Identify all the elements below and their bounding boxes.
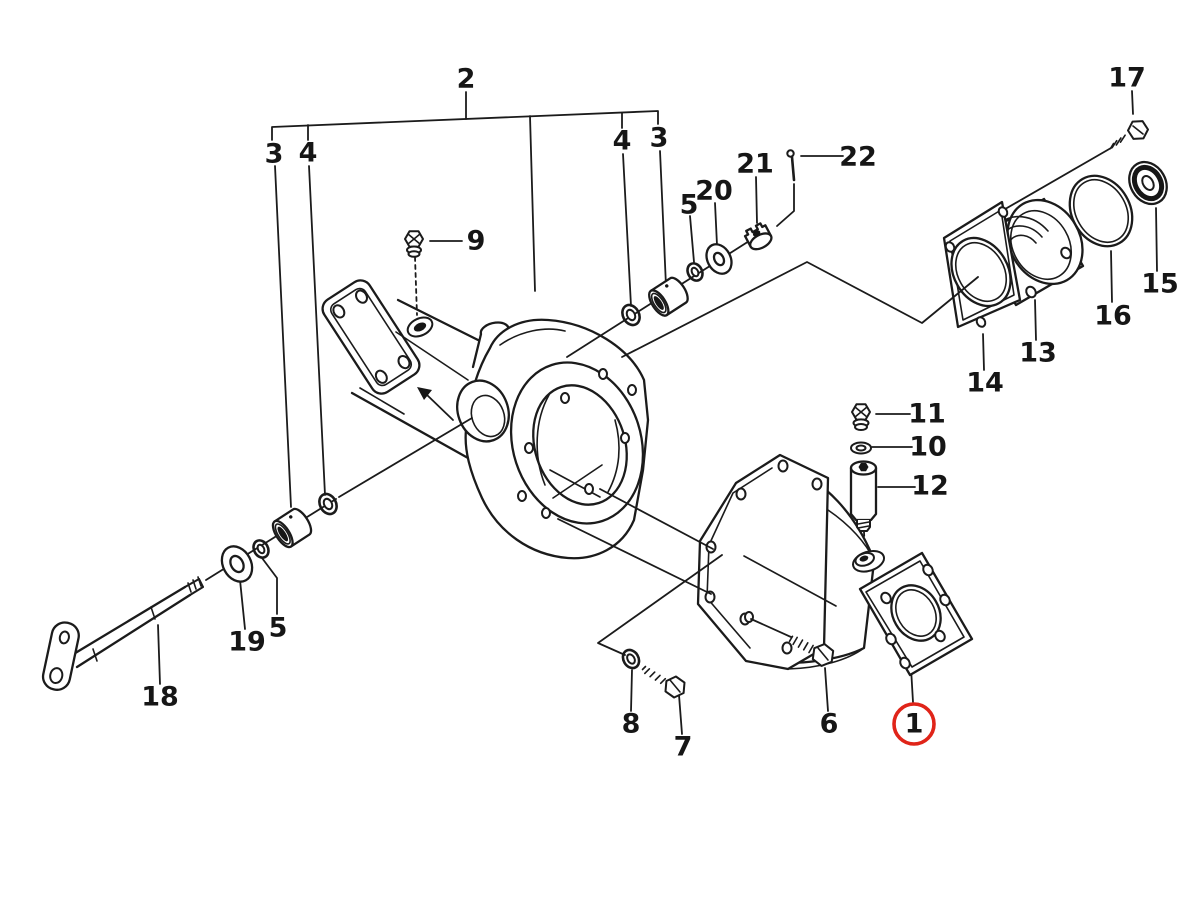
callout-label-20[interactable]: 20 bbox=[695, 176, 733, 207]
assembly-reference-lines bbox=[557, 261, 979, 656]
part-3-bushing-left bbox=[271, 507, 313, 549]
port-leader bbox=[338, 417, 473, 498]
part-7-bolt bbox=[641, 665, 686, 699]
tube-top-edge bbox=[396, 298, 492, 348]
callout-label-3-left[interactable]: 3 bbox=[265, 139, 284, 170]
part-4-ring-left bbox=[318, 492, 338, 516]
shaft-lever-arm bbox=[41, 621, 80, 691]
bottom-fasteners bbox=[621, 635, 835, 699]
callout-label-5-right[interactable]: 5 bbox=[680, 190, 699, 221]
callout-label-15[interactable]: 15 bbox=[1141, 269, 1179, 300]
part-22-cotter-pin bbox=[786, 149, 796, 182]
side-port bbox=[456, 379, 510, 443]
housing1-fill-boss bbox=[852, 549, 886, 573]
drain-boss bbox=[406, 316, 434, 338]
callout-label-8[interactable]: 8 bbox=[622, 709, 641, 740]
callout-label-18[interactable]: 18 bbox=[141, 682, 179, 713]
part-11-bolt bbox=[851, 403, 871, 431]
part-18-shaft bbox=[41, 576, 204, 691]
callout-label-10[interactable]: 10 bbox=[909, 432, 947, 463]
highlight-ring-1 bbox=[892, 702, 936, 746]
callout-label-9[interactable]: 9 bbox=[467, 226, 486, 257]
part-10-washer bbox=[850, 441, 872, 455]
callout-label-4-left[interactable]: 4 bbox=[299, 138, 318, 169]
housing-ring-flange bbox=[509, 361, 645, 525]
part-19-washer bbox=[220, 545, 254, 583]
cover-assembly bbox=[942, 120, 1168, 329]
part-14-gasket bbox=[942, 200, 1022, 329]
callout-label-22[interactable]: 22 bbox=[839, 142, 877, 173]
part-4-ring-right bbox=[621, 303, 641, 327]
part-3-bushing-right bbox=[648, 276, 689, 317]
callout-label-21[interactable]: 21 bbox=[736, 149, 774, 180]
part-21-castle-nut bbox=[743, 222, 773, 251]
housing1-end-flange bbox=[858, 551, 974, 677]
part-1-axle-housing bbox=[696, 453, 974, 677]
callout-label-11[interactable]: 11 bbox=[908, 399, 946, 430]
callout-label-14[interactable]: 14 bbox=[966, 368, 1004, 399]
housing1-flange-plate bbox=[696, 453, 830, 671]
left-flange-plate bbox=[321, 279, 421, 395]
callout-label-4-right[interactable]: 4 bbox=[613, 126, 632, 157]
right-parts-chain bbox=[621, 149, 796, 327]
callout-label-5-left[interactable]: 5 bbox=[269, 613, 288, 644]
callout-label-6[interactable]: 6 bbox=[820, 709, 839, 740]
plug-stack bbox=[849, 403, 878, 532]
part-17-bolt bbox=[1109, 120, 1149, 150]
insert-arrow-icon bbox=[417, 387, 454, 421]
part-6-bolt bbox=[788, 635, 835, 667]
callout-label-17[interactable]: 17 bbox=[1108, 63, 1146, 94]
callout-label-1[interactable]: 1 bbox=[905, 709, 924, 740]
callout-label-12[interactable]: 12 bbox=[911, 471, 949, 502]
leader-lines bbox=[157, 90, 1158, 735]
part-5-washer-right bbox=[686, 262, 704, 282]
left-parts-chain bbox=[41, 492, 338, 691]
part-15-oil-seal bbox=[1128, 160, 1168, 206]
callout-label-19[interactable]: 19 bbox=[228, 627, 266, 658]
part-20-washer bbox=[705, 243, 733, 275]
bracket-2 bbox=[271, 110, 659, 141]
callout-label-2[interactable]: 2 bbox=[457, 64, 476, 95]
callout-label-13[interactable]: 13 bbox=[1019, 338, 1057, 369]
callout-label-16[interactable]: 16 bbox=[1094, 301, 1132, 332]
part-12-valve-body bbox=[849, 460, 878, 532]
callout-label-7[interactable]: 7 bbox=[674, 732, 693, 763]
part-8-washer bbox=[621, 648, 641, 670]
part-9-plug-bolt bbox=[404, 230, 424, 258]
part-5-ring-left bbox=[252, 539, 270, 559]
cover-zigzag-leader bbox=[621, 261, 979, 358]
part-2-center-axle-housing bbox=[321, 279, 650, 560]
part-16-o-ring bbox=[1068, 174, 1134, 248]
callout-label-3-right[interactable]: 3 bbox=[650, 123, 669, 154]
